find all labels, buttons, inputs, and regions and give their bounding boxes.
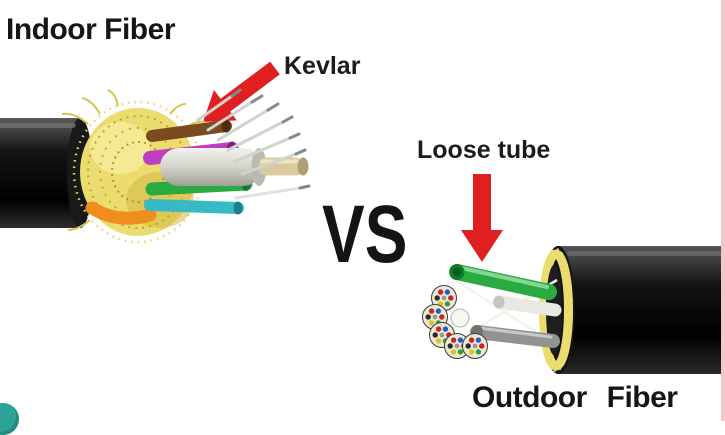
loose-tube-white (492, 295, 562, 317)
bare-fiber-pins (196, 88, 311, 200)
loose-tube-arrow-shape (461, 174, 503, 262)
edge-strip (721, 0, 725, 421)
indoor-cable-illustration (0, 88, 311, 244)
loose-tube-label: Loose tube (417, 136, 551, 164)
loose-tube-arrow-icon (461, 174, 503, 262)
watermark-logo (0, 403, 19, 435)
kevlar-label: Kevlar (284, 52, 361, 80)
indoor-fiber-title: Indoor Fiber (6, 13, 176, 46)
kevlar-arrow-icon (203, 61, 280, 122)
central-strength-member (450, 308, 470, 328)
outdoor-fiber-title: Outdoor Fiber (472, 381, 678, 414)
buffer-tube-cyan (144, 199, 244, 215)
buffer-tube-orange (85, 201, 157, 225)
kevlar-arrow-shape (203, 61, 280, 122)
vs-label: VS (322, 187, 408, 281)
outdoor-cable-illustration (422, 246, 725, 374)
loose-tube-green (449, 264, 557, 300)
indoor-cable-jacket (0, 118, 93, 228)
